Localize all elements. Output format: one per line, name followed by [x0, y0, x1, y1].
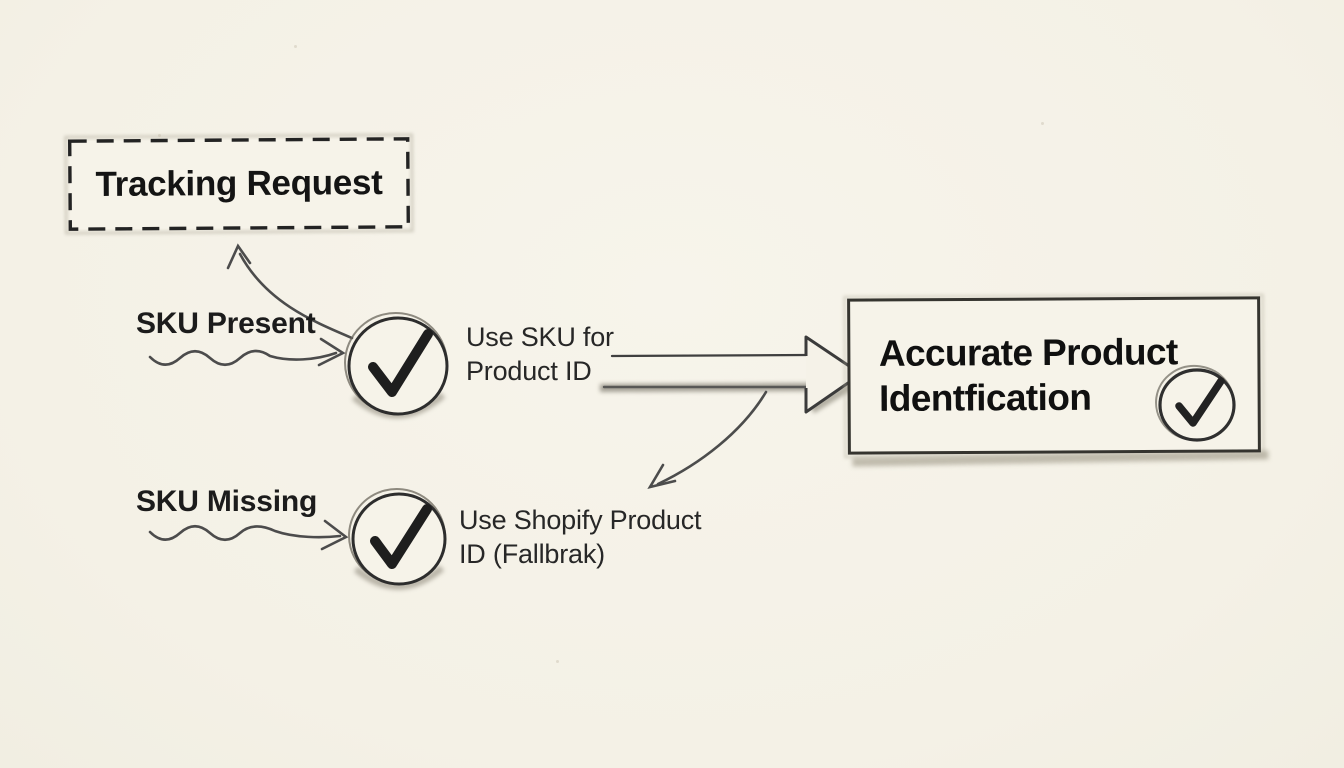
tracking-request-label: Tracking Request: [95, 162, 383, 205]
checkmark-icon: [370, 504, 432, 569]
paper-speck: [158, 134, 161, 137]
checkmark-icon: [368, 329, 433, 397]
check-circle-top: [344, 311, 449, 419]
big-arrow-icon: [599, 335, 863, 414]
use-shopify-note: Use Shopify Product ID (Fallbrak): [459, 505, 702, 569]
use-sku-note: Use SKU for Product ID: [466, 322, 614, 386]
sku-missing-label: SKU Missing: [136, 485, 318, 518]
paper-speck: [556, 660, 559, 663]
arrow-to-fallback: [647, 390, 768, 489]
wavy-arrow-sku-present: [148, 337, 346, 367]
check-circle-bottom: [348, 487, 447, 590]
result-label: Accurate Product Identfication: [878, 331, 1178, 419]
paper-speck: [294, 45, 297, 48]
paper-speck: [1041, 122, 1044, 125]
wavy-arrow-sku-missing: [148, 519, 349, 551]
sku-present-label: SKU Present: [136, 307, 316, 340]
tracking-request-box: Tracking Request: [70, 139, 409, 229]
